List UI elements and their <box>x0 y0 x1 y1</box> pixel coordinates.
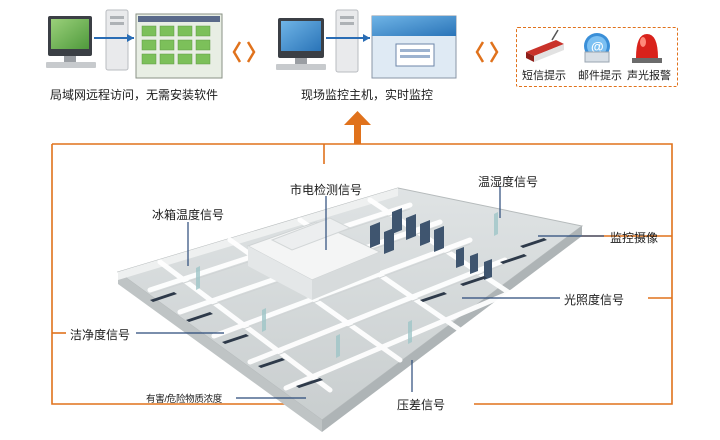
svg-text:@: @ <box>591 39 604 54</box>
city-power-label: 市电检测信号 <box>290 183 363 197</box>
double-arrow-icon <box>232 41 256 63</box>
temp-humidity-label: 温湿度信号 <box>478 175 539 189</box>
host-pc-icon <box>276 9 359 73</box>
email-alert-label: 邮件提示 <box>578 70 622 82</box>
camera-label: 监控摄像 <box>610 231 659 245</box>
sms-alert-label: 短信提示 <box>522 70 566 82</box>
remote-pc-icon <box>46 9 129 71</box>
toxic-gas-label: 有害/危险物质浓度 <box>146 394 222 405</box>
email-icon: @ <box>584 33 610 63</box>
remote-screen-icon <box>135 13 223 79</box>
pressure-diff-label: 压差信号 <box>397 398 446 412</box>
cleanliness-label: 洁净度信号 <box>70 328 131 342</box>
alarm-alert-label: 声光报警 <box>627 70 671 82</box>
host-monitor-caption: 现场监控主机，实时监控 <box>301 88 434 102</box>
remote-access-caption: 局域网远程访问，无需安装软件 <box>50 88 219 102</box>
alarm-light-icon <box>632 34 662 63</box>
callout-lines <box>136 186 604 399</box>
light-label: 光照度信号 <box>564 293 625 307</box>
double-arrow-icon <box>475 41 499 63</box>
sms-device-icon <box>526 29 564 62</box>
fridge-temp-label: 冰箱温度信号 <box>152 208 225 222</box>
host-screen-icon <box>371 15 457 79</box>
alert-group <box>516 27 678 87</box>
up-arrow-icon <box>344 111 371 144</box>
lab-floorplan <box>116 187 584 432</box>
